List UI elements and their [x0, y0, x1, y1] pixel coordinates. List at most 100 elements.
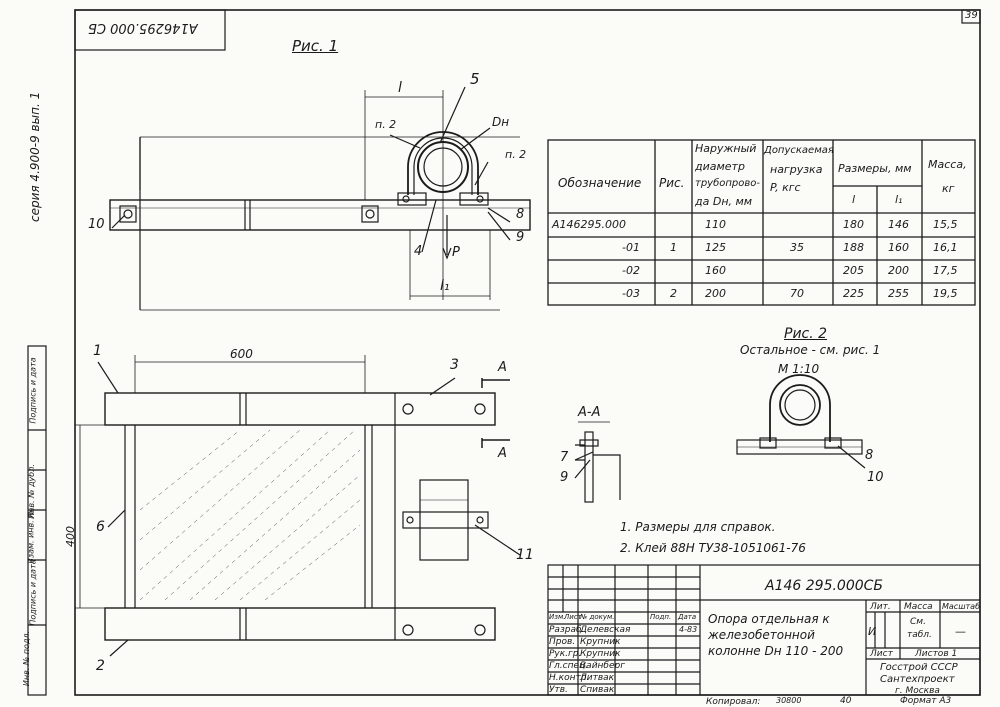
tb-role-5: Н.контр. — [549, 673, 590, 683]
strip-sign-date-2: Подпись и дата — [28, 357, 38, 424]
tb-name-6: Спивак — [580, 685, 615, 695]
row3-l1: 255 — [888, 287, 909, 300]
note-1: 1. Размеры для справок. — [620, 520, 776, 534]
fig2-label: Рис. 2 — [784, 326, 828, 342]
dim-600: 600 — [230, 347, 253, 361]
row3-l: 225 — [843, 287, 864, 300]
fig2-drawing — [736, 374, 866, 469]
dim-n2-right: п. 2 — [505, 148, 527, 161]
tb-name-5: Литвак — [580, 673, 615, 683]
callout-1: 1 — [93, 343, 102, 359]
row0-l: 180 — [843, 218, 864, 231]
th-dimensions: Размеры, мм — [838, 162, 912, 175]
callout-8-fig1: 8 — [516, 207, 525, 222]
fig2-note: Остальное - см. рис. 1 — [740, 343, 881, 357]
section-a-a — [574, 421, 621, 503]
dim-l: l — [398, 80, 402, 96]
left-strip-box — [27, 345, 47, 696]
sheet-frame — [74, 9, 981, 696]
row0-l1: 146 — [888, 218, 909, 231]
tb-mass-value-1: См. — [910, 617, 926, 627]
th-fig: Рис. — [659, 176, 685, 190]
row1-fig: 1 — [670, 241, 677, 254]
row2-dn: 160 — [705, 264, 726, 277]
note-2: 2. Клей 88Н ТУ38-1051061-76 — [620, 541, 806, 555]
th-outer-diam-3: трубопрово- — [695, 178, 760, 189]
row3-fig: 2 — [670, 287, 677, 300]
tb-title-1: Опора отдельная к — [708, 612, 830, 626]
tb-lit-value: И — [868, 625, 877, 638]
callout-6: 6 — [96, 519, 105, 535]
dim-l1: l₁ — [440, 278, 450, 294]
tb-code: А146 295.000СБ — [765, 578, 884, 594]
tb-role-1: Разраб. — [549, 625, 585, 635]
stamp-box — [74, 9, 226, 51]
row3-mass: 19,5 — [933, 287, 958, 300]
tb-sheet: Лист — [870, 649, 893, 659]
row3-designation: -03 — [622, 287, 640, 300]
tb-mass: Масса — [904, 602, 933, 612]
tb-h-sign: Подп. — [650, 613, 672, 621]
dim-400: 400 — [64, 526, 77, 547]
section-mark-bottom: А — [498, 446, 507, 461]
tb-org-1: Госстрой СССР — [880, 662, 958, 673]
row1-designation: -01 — [622, 241, 640, 254]
section-label: А-А — [578, 405, 601, 420]
th-mass-1: Масса, — [928, 158, 967, 171]
dim-dn: Dн — [492, 115, 510, 129]
tb-role-6: Утв. — [549, 685, 568, 695]
tb-scale-value: — — [955, 625, 966, 638]
strip-inv-dubl: Инв. № дубл. — [26, 464, 36, 519]
plan-view — [75, 355, 521, 657]
format-label: Формат А3 — [900, 696, 952, 706]
tb-h-date: Дата — [678, 613, 697, 621]
tb-name-2: Крупник — [580, 637, 621, 647]
tb-role-2: Пров. — [549, 637, 576, 647]
load-p: P — [452, 245, 460, 260]
th-outer-diam-2: диаметр — [695, 160, 745, 173]
row2-l: 205 — [843, 264, 864, 277]
row1-load: 35 — [790, 241, 804, 254]
callout-7: 7 — [560, 450, 569, 465]
callout-8-fig2: 8 — [865, 448, 874, 463]
dim-n2-left: п. 2 — [375, 118, 397, 131]
callout-11: 11 — [516, 547, 534, 563]
th-mass-2: кг — [942, 182, 955, 195]
th-l1: l₁ — [895, 193, 903, 206]
fig1-label: Рис. 1 — [292, 37, 339, 55]
copy-label: Копировал: — [706, 697, 761, 707]
copy-number: 30800 — [776, 696, 802, 705]
stamp-code: А146295.000 СБ — [88, 20, 198, 35]
tb-name-3: Крупник — [580, 649, 621, 659]
spec-table — [547, 139, 976, 306]
row1-dn: 125 — [705, 241, 726, 254]
fig1-drawing — [109, 86, 531, 311]
callout-9-section: 9 — [560, 470, 569, 485]
th-l: l — [852, 193, 856, 206]
tb-lit: Лит. — [870, 602, 891, 612]
row2-designation: -02 — [622, 264, 640, 277]
row0-designation: А146295.000 — [552, 218, 627, 231]
row2-l1: 200 — [888, 264, 909, 277]
row3-load: 70 — [790, 287, 804, 300]
row1-l1: 160 — [888, 241, 909, 254]
tb-org-2: Сантехпроект — [880, 674, 955, 685]
strip-inv-podl: Инв. № подл. — [22, 630, 32, 687]
row0-mass: 15,5 — [933, 218, 958, 231]
sheet-number-box — [961, 9, 981, 24]
callout-4: 4 — [414, 244, 423, 259]
callout-10-fig2: 10 — [867, 470, 884, 485]
section-mark-top: А — [498, 360, 507, 375]
tb-h-doc: № докум. — [580, 613, 615, 621]
callout-9-fig1: 9 — [516, 230, 525, 245]
tb-h-izm: Изм. — [549, 613, 566, 621]
row3-dn: 200 — [705, 287, 726, 300]
sheet-number: 39 — [965, 10, 978, 21]
th-outer-diam-4: да Dн, мм — [695, 195, 753, 208]
row1-mass: 16,1 — [933, 241, 958, 254]
tb-role-4: Гл.спец. — [549, 661, 588, 671]
tb-role-3: Рук.гр. — [549, 649, 582, 659]
tb-name-4: Вайнберг — [580, 661, 625, 671]
tb-title-3: колонне Dн 110 - 200 — [708, 644, 844, 658]
